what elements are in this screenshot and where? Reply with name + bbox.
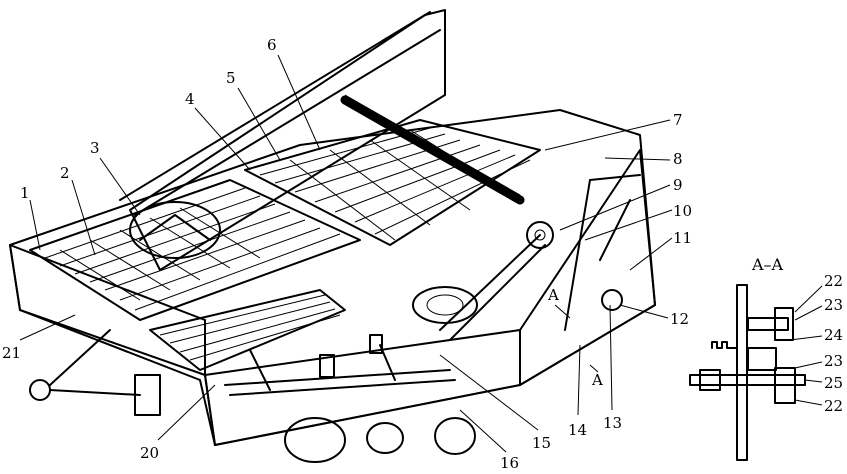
callout-2: 2 xyxy=(60,164,70,182)
callout-10: 10 xyxy=(673,202,692,220)
callout-9: 9 xyxy=(673,176,683,194)
callout-7: 7 xyxy=(673,111,683,129)
callout-20: 20 xyxy=(140,444,159,462)
callout-11: 11 xyxy=(673,229,692,247)
callout-4: 4 xyxy=(185,90,195,108)
section-callout-22-top: 22 xyxy=(824,272,843,290)
callout-labels: 1 2 3 4 5 6 7 8 9 10 11 12 13 14 15 16 2… xyxy=(2,36,692,472)
callout-16: 16 xyxy=(500,454,519,472)
section-marker-bottom: A xyxy=(591,371,603,389)
section-markers: A A xyxy=(547,286,603,389)
lower-sieve xyxy=(29,179,361,321)
section-aa-detail: A–A 22 23 24 23 25 22 xyxy=(689,255,843,461)
callout-14: 14 xyxy=(568,421,587,439)
upper-sieve xyxy=(244,119,541,246)
callout-12: 12 xyxy=(670,310,689,328)
callout-1: 1 xyxy=(20,184,30,202)
section-callout-23-bottom: 23 xyxy=(824,352,843,370)
section-marker-top: A xyxy=(547,286,559,304)
leader-lines xyxy=(19,54,673,453)
callout-21: 21 xyxy=(2,344,21,362)
callout-8: 8 xyxy=(673,150,683,168)
machine-body xyxy=(9,9,656,463)
callout-15: 15 xyxy=(532,434,551,452)
front-grate xyxy=(149,289,346,371)
section-callout-24: 24 xyxy=(824,326,843,344)
callout-13: 13 xyxy=(603,414,622,432)
callout-3: 3 xyxy=(90,139,100,157)
section-title: A–A xyxy=(751,255,784,274)
section-callout-23-top: 23 xyxy=(824,296,843,314)
callout-5: 5 xyxy=(226,69,236,87)
callout-6: 6 xyxy=(267,36,277,54)
section-callout-25: 25 xyxy=(824,374,843,392)
section-callout-22-bottom: 22 xyxy=(824,397,843,415)
